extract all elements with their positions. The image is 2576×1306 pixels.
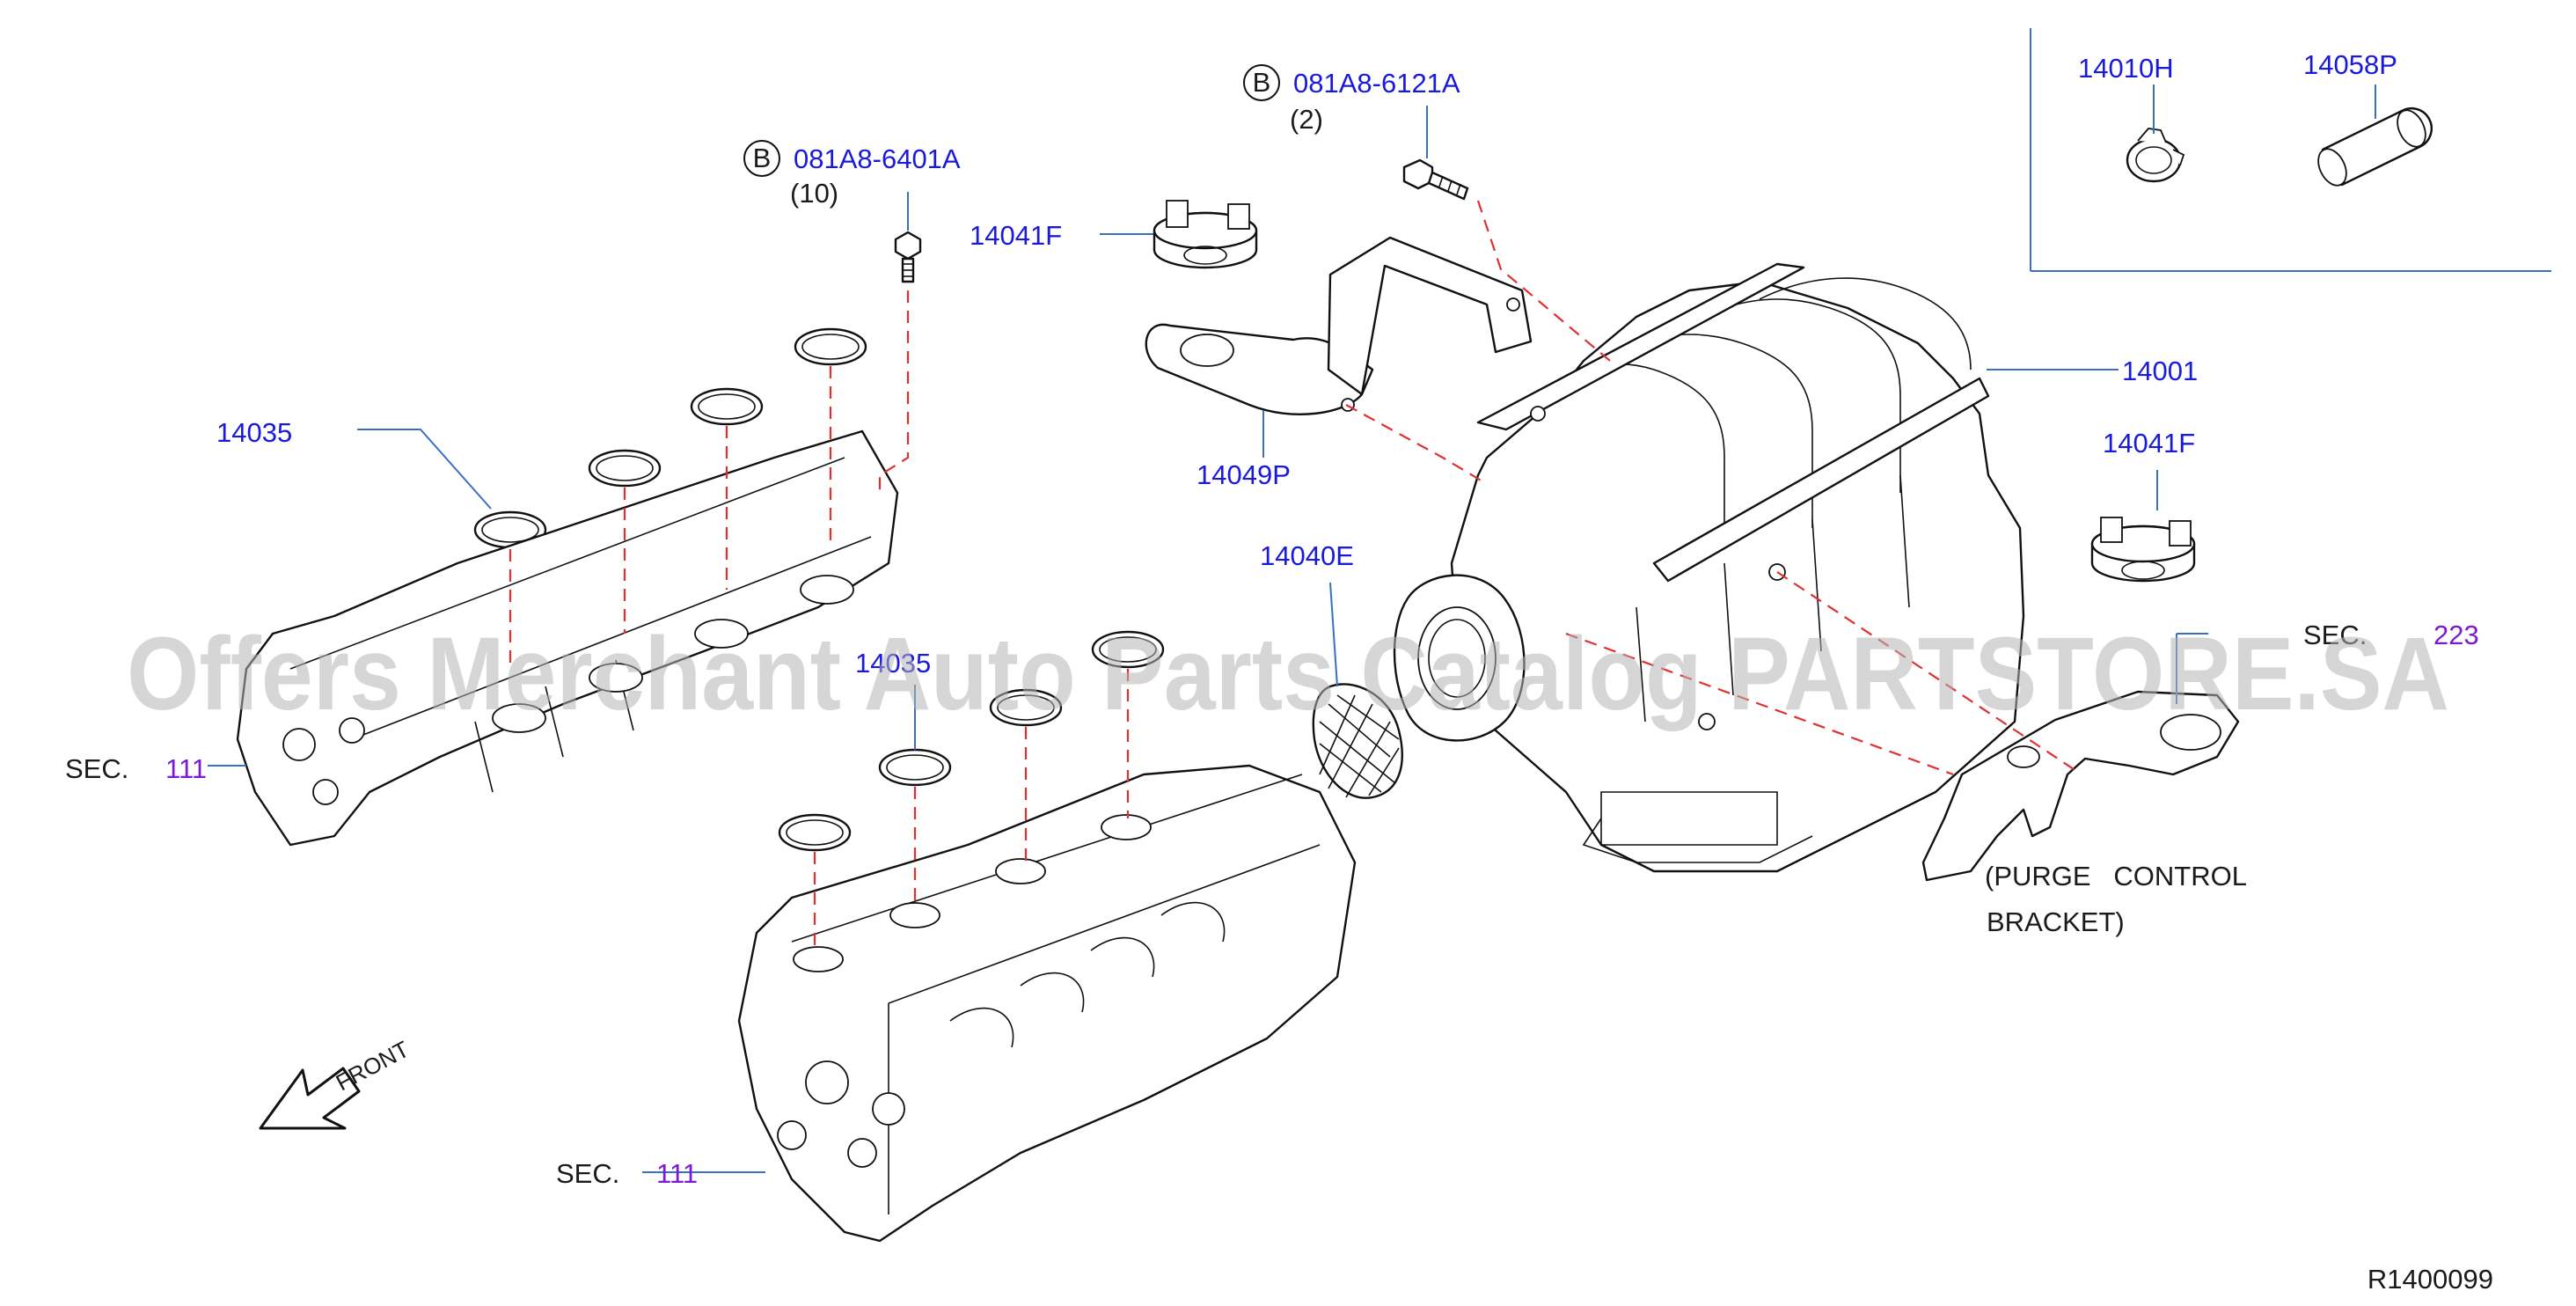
bolt-callout-top (1243, 64, 1280, 101)
purge-note-line2: BRACKET) (1987, 906, 2125, 937)
part-14040E[interactable]: 14040E (1260, 540, 1354, 571)
sec-label-left: SEC. (65, 753, 128, 784)
part-14035-left[interactable]: 14035 (216, 417, 292, 448)
throttle-gasket-14040E[interactable] (1312, 582, 1403, 799)
inset-box (2030, 28, 2551, 272)
part-14041F-top[interactable]: 14041F (970, 220, 1062, 251)
bolt-qty-left: (10) (790, 178, 838, 209)
sec-label-right: SEC. (2303, 620, 2367, 650)
part-14049P[interactable]: 14049P (1197, 459, 1291, 490)
assembly-lines (509, 200, 2077, 950)
part-14041F-right[interactable]: 14041F (2103, 428, 2195, 459)
bolt-callout-left (743, 140, 780, 177)
insulator-14041F-top[interactable] (1100, 200, 1258, 269)
sec-111-bottom[interactable]: 111 (656, 1158, 698, 1189)
diagram-id: R1400099 (2367, 1264, 2493, 1295)
front-arrow-icon (259, 1067, 361, 1130)
labels: B 081A8-6121A (2) B 081A8-6401A (10) 140… (65, 49, 2493, 1295)
intake-manifold-14001[interactable] (1393, 262, 2119, 873)
bolt-code-top: B (1253, 67, 1271, 98)
part-14058P[interactable]: 14058P (2303, 49, 2397, 80)
sec-label-bottom: SEC. (556, 1158, 619, 1189)
gaskets-14035-left[interactable] (357, 327, 867, 549)
hose-14058P[interactable] (2313, 84, 2433, 190)
watermark-text: Offers Merchant Auto Parts Catalog PARTS… (127, 616, 2449, 732)
purge-note-line1: (PURGE CONTROL (1985, 861, 2247, 891)
part-14001[interactable]: 14001 (2122, 356, 2198, 386)
bracket-14049P[interactable] (1145, 236, 1533, 458)
part-081A8-6121A[interactable]: 081A8-6121A (1293, 68, 1460, 99)
bolt-081A8-6121A[interactable] (1402, 106, 1469, 201)
cylinder-head-left[interactable] (208, 429, 899, 847)
bolt-code-left: B (753, 143, 772, 173)
bolt-qty-top: (2) (1290, 104, 1323, 135)
purge-control-bracket[interactable] (1921, 633, 2240, 882)
hose-clamp-14010H[interactable] (2126, 84, 2185, 183)
bolt-081A8-6401A[interactable] (894, 192, 922, 283)
part-14010H[interactable]: 14010H (2078, 53, 2174, 84)
part-14035-center[interactable]: 14035 (855, 648, 931, 679)
front-label: FRONT (332, 1036, 413, 1097)
sec-223-right[interactable]: 223 (2433, 620, 2479, 650)
cylinder-head-lower[interactable] (642, 764, 1357, 1243)
sec-111-left[interactable]: 111 (165, 753, 207, 784)
gaskets-14035-center[interactable] (778, 630, 1165, 852)
insulator-14041F-right[interactable] (2090, 470, 2196, 583)
part-081A8-6401A[interactable]: 081A8-6401A (794, 143, 961, 174)
